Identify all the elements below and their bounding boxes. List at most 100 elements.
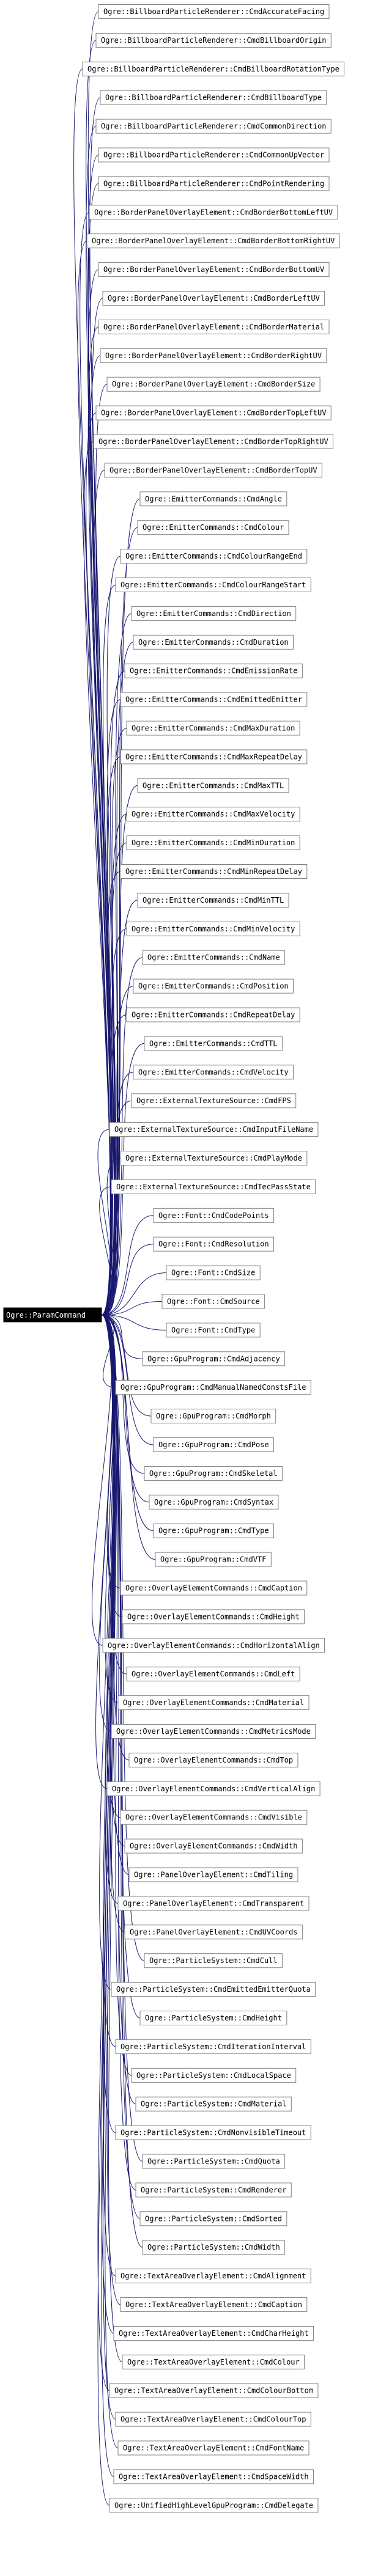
class-node[interactable]: Ogre::ExternalTextureSource::CmdPlayMode bbox=[120, 1151, 308, 1165]
class-node[interactable]: Ogre::OverlayElementCommands::CmdWidth bbox=[124, 1838, 303, 1854]
class-node[interactable]: Ogre::BillboardParticleRenderer::CmdBill… bbox=[95, 32, 332, 48]
class-node[interactable]: Ogre::EmitterCommands::CmdEmittedEmitter bbox=[120, 692, 308, 707]
class-node[interactable]: Ogre::GpuProgram::CmdType bbox=[153, 1523, 274, 1538]
inheritance-edge bbox=[99, 1186, 114, 1315]
class-node[interactable]: Ogre::GpuProgram::CmdPose bbox=[153, 1437, 274, 1452]
class-node[interactable]: Ogre::GpuProgram::CmdSyntax bbox=[149, 1494, 279, 1510]
class-node[interactable]: Ogre::Font::CmdSource bbox=[161, 1294, 265, 1309]
class-node[interactable]: Ogre::ParticleSystem::CmdRenderer bbox=[135, 2182, 292, 2198]
class-node[interactable]: Ogre::ParticleSystem::CmdCull bbox=[144, 1953, 283, 1969]
class-node[interactable]: Ogre::EmitterCommands::CmdMaxTTL bbox=[137, 778, 289, 793]
class-node-box bbox=[115, 2269, 311, 2284]
class-node[interactable]: Ogre::OverlayElementCommands::CmdVertica… bbox=[106, 1781, 321, 1796]
class-node[interactable]: Ogre::BillboardParticleRenderer::CmdBill… bbox=[82, 61, 345, 76]
class-node[interactable]: Ogre::OverlayElementCommands::CmdMetrics… bbox=[111, 1724, 316, 1739]
class-node-box bbox=[126, 835, 300, 851]
class-node[interactable]: Ogre::EmitterCommands::CmdColourRangeEnd bbox=[120, 549, 308, 564]
class-node-box bbox=[115, 2412, 311, 2427]
class-node[interactable]: Ogre::Font::CmdCodePoints bbox=[153, 1208, 274, 1223]
class-node[interactable]: Ogre::GpuProgram::CmdManualNamedConstsFi… bbox=[115, 1380, 311, 1395]
class-node[interactable]: Ogre::EmitterCommands::CmdName bbox=[142, 950, 286, 965]
class-node[interactable]: Ogre::BorderPanelOverlayElement::CmdBord… bbox=[89, 205, 338, 220]
class-node[interactable]: Ogre::TextAreaOverlayElement::CmdFontNam… bbox=[117, 2440, 309, 2456]
class-node[interactable]: Ogre::OverlayElementCommands::CmdHorizon… bbox=[102, 1638, 325, 1653]
class-node[interactable]: Ogre::BorderPanelOverlayElement::CmdBord… bbox=[86, 233, 340, 249]
class-node[interactable]: Ogre::ExternalTextureSource::CmdFPS bbox=[131, 1093, 297, 1109]
class-node[interactable]: Ogre::EmitterCommands::CmdAngle bbox=[139, 491, 287, 507]
class-node[interactable]: Ogre::BorderPanelOverlayElement::CmdBord… bbox=[93, 434, 333, 449]
class-node[interactable]: Ogre::BillboardParticleRenderer::CmdComm… bbox=[95, 119, 332, 134]
class-node[interactable]: Ogre::TextAreaOverlayElement::CmdAlignme… bbox=[115, 2269, 311, 2284]
class-node[interactable]: Ogre::TextAreaOverlayElement::CmdCharHei… bbox=[113, 2325, 314, 2341]
class-node[interactable]: Ogre::BillboardParticleRenderer::CmdPoin… bbox=[98, 176, 330, 191]
class-node[interactable]: Ogre::ParticleSystem::CmdIterationInterv… bbox=[115, 2039, 311, 2054]
class-node[interactable]: Ogre::EmitterCommands::CmdRepeatDelay bbox=[126, 1007, 300, 1022]
class-node-box bbox=[131, 606, 297, 621]
class-node[interactable]: Ogre::PanelOverlayElement::CmdTransparen… bbox=[117, 1896, 309, 1911]
class-node[interactable]: Ogre::ExternalTextureSource::CmdInputFil… bbox=[109, 1122, 319, 1137]
class-node[interactable]: Ogre::TextAreaOverlayElement::CmdSpaceWi… bbox=[113, 2469, 314, 2484]
class-node[interactable]: Ogre::UnifiedHighLevelGpuProgram::CmdDel… bbox=[109, 2498, 319, 2513]
class-node[interactable]: Ogre::EmitterCommands::CmdTTL bbox=[144, 1036, 283, 1051]
class-node[interactable]: Ogre::BorderPanelOverlayElement::CmdBord… bbox=[102, 291, 325, 306]
class-node[interactable]: Ogre::EmitterCommands::CmdMaxRepeatDelay bbox=[120, 749, 308, 765]
class-node-label: Ogre::BorderPanelOverlayElement::CmdBord… bbox=[101, 409, 326, 417]
class-node[interactable]: Ogre::EmitterCommands::CmdMaxVelocity bbox=[126, 807, 300, 822]
class-node[interactable]: Ogre::ParticleSystem::CmdHeight bbox=[139, 2011, 287, 2025]
class-node[interactable]: Ogre::BorderPanelOverlayElement::CmdBord… bbox=[95, 405, 332, 420]
class-node[interactable]: Ogre::GpuProgram::CmdMorph bbox=[150, 1409, 276, 1424]
class-node[interactable]: Ogre::EmitterCommands::CmdEmissionRate bbox=[124, 663, 303, 678]
class-node[interactable]: Ogre::ParticleSystem::CmdLocalSpace bbox=[131, 2068, 297, 2083]
class-node[interactable]: Ogre::EmitterCommands::CmdDirection bbox=[131, 606, 297, 621]
class-node[interactable]: Ogre::TextAreaOverlayElement::CmdColourT… bbox=[115, 2412, 311, 2427]
class-node[interactable]: Ogre::BillboardParticleRenderer::CmdBill… bbox=[100, 90, 327, 105]
class-node[interactable]: Ogre::ParticleSystem::CmdWidth bbox=[142, 2240, 286, 2255]
class-node[interactable]: Ogre::ParticleSystem::CmdNonvisibleTimeo… bbox=[115, 2125, 311, 2140]
class-node[interactable]: Ogre::OverlayElementCommands::CmdTop bbox=[128, 1752, 298, 1767]
class-node[interactable]: Ogre::ParticleSystem::CmdEmittedEmitterQ… bbox=[111, 1982, 316, 1997]
root-node[interactable]: Ogre::ParamCommand bbox=[3, 1307, 102, 1323]
class-node[interactable]: Ogre::BorderPanelOverlayElement::CmdBord… bbox=[104, 463, 322, 478]
class-node[interactable]: Ogre::ParticleSystem::CmdQuota bbox=[142, 2154, 286, 2169]
class-node[interactable]: Ogre::OverlayElementCommands::CmdCaption bbox=[120, 1580, 308, 1596]
class-node[interactable]: Ogre::BorderPanelOverlayElement::CmdBord… bbox=[98, 262, 330, 277]
class-node-label: Ogre::EmitterCommands::CmdEmittedEmitter bbox=[125, 695, 302, 704]
class-node[interactable]: Ogre::PanelOverlayElement::CmdUVCoords bbox=[124, 1925, 303, 1940]
class-node[interactable]: Ogre::EmitterCommands::CmdMinRepeatDelay bbox=[120, 864, 308, 879]
class-node[interactable]: Ogre::Font::CmdType bbox=[166, 1323, 261, 1338]
class-node[interactable]: Ogre::EmitterCommands::CmdMinVelocity bbox=[126, 921, 300, 936]
class-node[interactable]: Ogre::TextAreaOverlayElement::CmdColourB… bbox=[109, 2383, 319, 2398]
class-node[interactable]: Ogre::BorderPanelOverlayElement::CmdBord… bbox=[106, 376, 321, 392]
class-node[interactable]: Ogre::OverlayElementCommands::CmdHeight bbox=[122, 1609, 305, 1624]
class-node[interactable]: Ogre::BillboardParticleRenderer::CmdAccu… bbox=[98, 4, 330, 19]
class-node[interactable]: Ogre::EmitterCommands::CmdMinDuration bbox=[126, 835, 300, 851]
class-node[interactable]: Ogre::TextAreaOverlayElement::CmdCaption bbox=[120, 2297, 308, 2312]
class-node[interactable]: Ogre::OverlayElementCommands::CmdVisible bbox=[120, 1810, 308, 1825]
class-node[interactable]: Ogre::GpuProgram::CmdSkeletal bbox=[144, 1466, 283, 1481]
class-node[interactable]: Ogre::ExternalTextureSource::CmdTecPassS… bbox=[111, 1179, 316, 1194]
class-node[interactable]: Ogre::OverlayElementCommands::CmdLeft bbox=[126, 1667, 300, 1682]
class-node[interactable]: Ogre::BorderPanelOverlayElement::CmdBord… bbox=[98, 319, 330, 334]
class-node[interactable]: Ogre::EmitterCommands::CmdColour bbox=[137, 520, 289, 535]
class-node[interactable]: Ogre::EmitterCommands::CmdPosition bbox=[133, 978, 294, 994]
class-node[interactable]: Ogre::EmitterCommands::CmdMinTTL bbox=[137, 892, 289, 908]
class-node-label: Ogre::ParticleSystem::CmdRenderer bbox=[141, 2185, 286, 2194]
class-node-label: Ogre::TextAreaOverlayElement::CmdCharHei… bbox=[119, 2329, 309, 2338]
class-node[interactable]: Ogre::BillboardParticleRenderer::CmdComm… bbox=[98, 147, 330, 163]
class-node[interactable]: Ogre::OverlayElementCommands::CmdMateria… bbox=[117, 1695, 309, 1711]
class-node[interactable]: Ogre::ParticleSystem::CmdMaterial bbox=[135, 2096, 292, 2112]
class-node[interactable]: Ogre::GpuProgram::CmdVTF bbox=[155, 1552, 272, 1567]
class-node[interactable]: Ogre::Font::CmdResolution bbox=[153, 1236, 274, 1252]
class-node[interactable]: Ogre::GpuProgram::CmdAdjacency bbox=[142, 1351, 286, 1367]
class-node[interactable]: Ogre::BorderPanelOverlayElement::CmdBord… bbox=[100, 348, 327, 363]
class-node[interactable]: Ogre::EmitterCommands::CmdDuration bbox=[133, 634, 294, 650]
class-node[interactable]: Ogre::ParticleSystem::CmdSorted bbox=[139, 2211, 287, 2226]
class-node-label: Ogre::ExternalTextureSource::CmdPlayMode bbox=[125, 1154, 302, 1162]
class-node[interactable]: Ogre::TextAreaOverlayElement::CmdColour bbox=[122, 2354, 305, 2369]
class-node[interactable]: Ogre::PanelOverlayElement::CmdTiling bbox=[128, 1867, 298, 1882]
class-node-label: Ogre::ParticleSystem::CmdEmittedEmitterQ… bbox=[116, 1985, 311, 1994]
class-node[interactable]: Ogre::EmitterCommands::CmdVelocity bbox=[133, 1065, 294, 1080]
class-node[interactable]: Ogre::Font::CmdSize bbox=[166, 1265, 261, 1280]
class-node[interactable]: Ogre::EmitterCommands::CmdColourRangeSta… bbox=[115, 578, 311, 592]
class-node[interactable]: Ogre::EmitterCommands::CmdMaxDuration bbox=[126, 721, 300, 736]
